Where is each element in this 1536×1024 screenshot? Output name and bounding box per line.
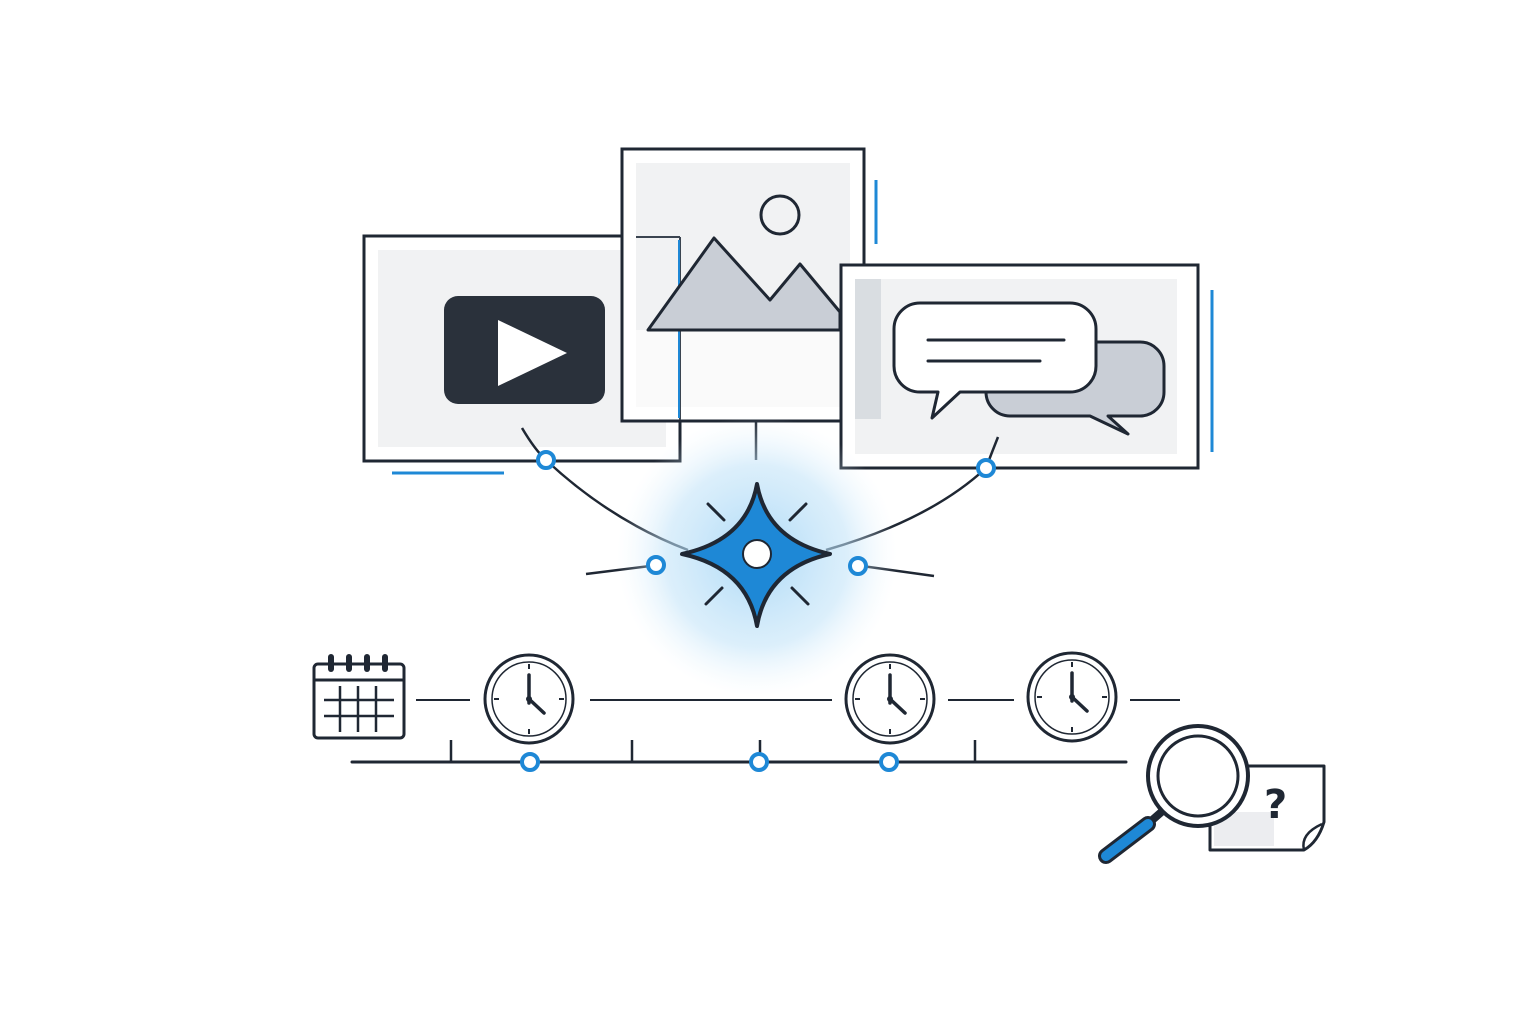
image-panel: [620, 147, 878, 423]
calendar-icon: [312, 654, 406, 740]
clock-icon: [844, 653, 936, 745]
magnifier-icon: [1098, 724, 1250, 864]
clock-icon: [1026, 651, 1118, 743]
node: [536, 450, 556, 470]
chat-panel: [839, 263, 1214, 470]
node: [848, 556, 868, 576]
question-mark: ?: [1264, 782, 1287, 828]
connector-nodes: [536, 450, 996, 576]
sun-icon: [759, 194, 801, 236]
timeline-axis: [350, 740, 1128, 772]
chat-bubbles-icon: [892, 301, 1166, 436]
video-play-icon: [444, 296, 605, 404]
timeline-node: [749, 752, 769, 772]
sparkle-star-icon: [617, 416, 897, 696]
clock-icon: [483, 653, 575, 745]
timeline-node: [520, 752, 540, 772]
timeline-node: [879, 752, 899, 772]
node: [646, 555, 666, 575]
node: [976, 458, 996, 478]
star-center: [742, 539, 772, 569]
